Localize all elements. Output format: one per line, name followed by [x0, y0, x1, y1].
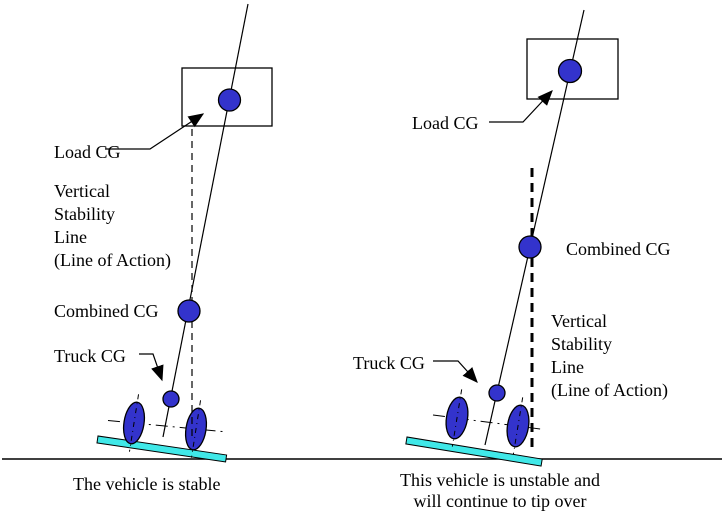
- left-front-wheel-axis: [190, 400, 202, 458]
- right-front-wheel-axis: [512, 397, 524, 455]
- left-truck-cg-label: Truck CG: [54, 346, 126, 366]
- left-load-cg-arrow: [105, 113, 205, 150]
- left-rear-wheel-axis: [128, 394, 140, 452]
- left-load-box: [181, 67, 273, 127]
- right-load-cg-marker: [557, 58, 583, 84]
- left-line-of-action: [162, 3, 249, 438]
- right-load-cg-arrow: [489, 90, 553, 123]
- left-combined-cg-label: Combined CG: [54, 301, 159, 321]
- left-vertical-stability-line-label: Vertical Stability Line (Line of Action): [54, 181, 171, 270]
- left-combined-cg-marker: [177, 299, 201, 323]
- right-load-box: [526, 38, 619, 100]
- right-combined-cg-label: Combined CG: [566, 239, 671, 259]
- right-truck-cg-arrow: [433, 360, 478, 383]
- right-caption: This vehicle is unstable and will contin…: [400, 470, 600, 511]
- right-vertical-stability-line-label: Vertical Stability Line (Line of Action): [551, 311, 668, 400]
- left-truck-cg-arrow: [139, 353, 164, 382]
- right-ramp: [405, 436, 543, 467]
- right-rear-wheel-axis: [451, 389, 463, 447]
- right-truck-cg-marker: [488, 384, 506, 402]
- right-load-cg-label: Load CG: [412, 113, 479, 133]
- left-ramp: [96, 435, 228, 463]
- left-caption: The vehicle is stable: [73, 474, 221, 494]
- right-truck-cg-label: Truck CG: [353, 353, 425, 373]
- right-combined-cg-marker: [518, 235, 542, 259]
- left-truck-cg-marker: [162, 390, 180, 408]
- left-load-cg-label: Load CG: [54, 142, 121, 162]
- left-load-cg-marker: [217, 88, 242, 112]
